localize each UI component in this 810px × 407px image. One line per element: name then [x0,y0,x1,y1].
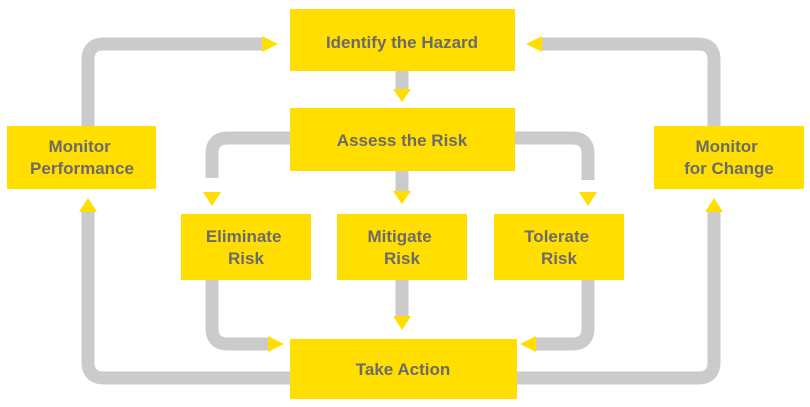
monitor-performance-label: Monitor Performance [30,137,134,178]
connector-tolerate-to-take-action [536,280,595,351]
arrow-into-monitor-performance [79,198,97,212]
identify-hazard-box [290,9,515,71]
arrow-into-tolerate [579,192,597,206]
take-action-label: Take Action [356,360,450,379]
identify-hazard-label: Identify the Hazard [326,33,478,52]
monitor-performance-box [7,126,156,189]
assess-risk-label: Assess the Risk [337,131,468,150]
arrow-into-assess [393,89,411,102]
arrow-into-take-action-left [268,336,284,352]
monitor-change-label: Monitor for Change [684,137,774,178]
arrow-into-mitigate [393,191,411,204]
assess-risk-box [290,108,515,171]
connector-take-action-to-monitor-change [517,212,721,385]
connector-monitor-change-to-identify [542,37,721,126]
eliminate-risk-box [181,214,311,280]
mitigate-risk-box [337,214,467,280]
arrow-into-take-action-right [520,336,536,352]
arrow-into-take-action-top [393,316,411,330]
connector-eliminate-to-take-action [205,280,268,351]
arrow-into-identify-right [526,36,542,52]
arrow-into-monitor-change [705,198,723,212]
tolerate-risk-box [494,214,624,280]
mitigate-risk-label: Mitigate Risk [368,227,437,268]
eliminate-risk-label: Eliminate Risk [206,227,286,268]
connector-monitor-performance-to-identify [81,37,262,126]
connector-assess-to-eliminate [205,131,290,178]
connector-assess-to-tolerate [514,131,595,180]
arrow-into-eliminate [203,192,221,206]
take-action-box [290,339,517,399]
connector-take-action-to-monitor-performance [81,212,290,385]
tolerate-risk-label: Tolerate Risk [524,227,594,268]
monitor-change-box [654,126,804,189]
arrow-into-identify-left [262,36,278,52]
